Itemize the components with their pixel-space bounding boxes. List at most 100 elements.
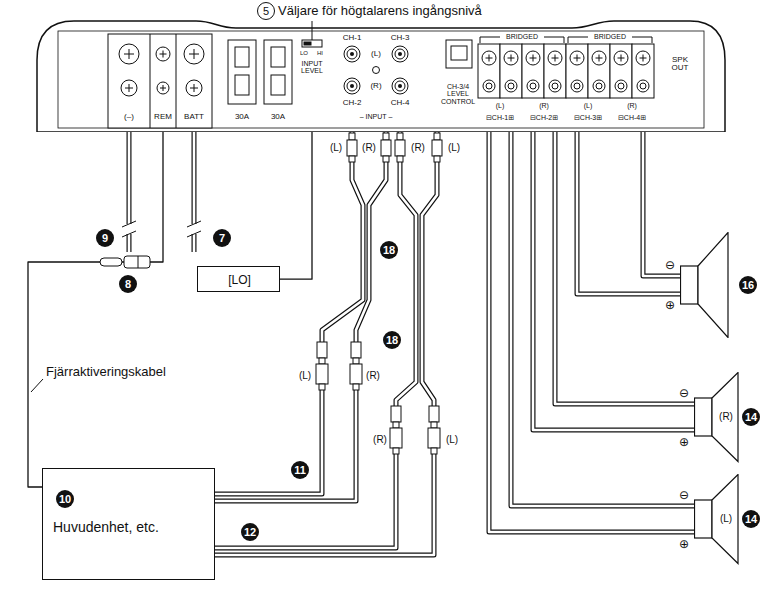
part-label: ⊟CH-3⊞ <box>574 114 602 121</box>
part-label: ⊕ <box>665 299 675 312</box>
speaker-cable <box>489 132 694 532</box>
rca-coupler <box>393 448 399 454</box>
rca-cable <box>215 132 437 555</box>
terminal-screw <box>548 51 562 65</box>
speaker-terminal-hole <box>527 80 539 92</box>
part-label: (L) <box>496 102 505 109</box>
rca-plug <box>434 156 440 162</box>
part-label: ⊟CH-4⊞ <box>618 114 646 121</box>
left-speaker: (L)14 <box>694 474 760 566</box>
part-label: (L) <box>371 50 381 58</box>
level-switch <box>304 42 312 46</box>
callout-number: 10 <box>56 490 74 508</box>
rca-coupler <box>353 358 359 364</box>
part-label: (L) <box>448 143 460 154</box>
rca-coupler <box>431 422 437 428</box>
leader-line <box>280 132 312 279</box>
rca-socket <box>344 78 360 94</box>
speaker-cable <box>643 132 680 276</box>
terminal-panel <box>58 31 704 128</box>
part-label: ⊟CH-1⊞ <box>486 114 514 121</box>
rca-coupler <box>319 358 325 364</box>
rca-cable <box>215 132 363 494</box>
rca-socket <box>398 84 402 88</box>
speaker-cable <box>511 132 694 506</box>
terminal-screw <box>508 55 515 62</box>
rca-plug <box>395 140 405 156</box>
rca-cable <box>215 132 437 555</box>
part-label: (L) <box>720 514 732 525</box>
part-label: ⊕ <box>679 436 689 449</box>
speaker-terminal <box>544 44 566 98</box>
part-label: (R) <box>370 82 381 90</box>
battery-cable <box>187 221 201 237</box>
terminal-screw <box>618 55 625 62</box>
terminal-divider <box>150 34 176 128</box>
level-control-jack <box>446 40 472 68</box>
speaker-terminal-hole <box>574 83 580 89</box>
part-label: (R) <box>366 371 380 382</box>
power-terminal-block <box>108 34 212 128</box>
part-label: (L) <box>330 143 342 154</box>
part-label: (L) <box>299 371 311 382</box>
rca-socket <box>350 84 354 88</box>
terminal-screw <box>119 44 139 64</box>
speaker-terminal <box>610 44 632 98</box>
terminal-screw <box>186 80 202 96</box>
rca-plug <box>434 133 440 140</box>
part-label: Huvudenhet, etc. <box>53 520 159 535</box>
speaker-cable <box>577 132 680 294</box>
speaker-cable <box>489 132 694 532</box>
rca-plug <box>347 133 442 162</box>
part-label: LO <box>300 50 308 56</box>
speaker-terminal-hole <box>640 83 646 89</box>
rca-socket <box>395 81 405 91</box>
rca-cable <box>215 132 416 548</box>
speaker-terminal-hole <box>530 83 536 89</box>
speaker-terminal <box>588 44 610 98</box>
rca-coupler <box>390 428 402 448</box>
part-label: – INPUT – <box>360 113 393 120</box>
speaker-terminal-hole <box>552 83 558 89</box>
terminal-screw <box>592 51 606 65</box>
part-label: Väljare för högtalarens ingångsnivå <box>278 4 482 18</box>
terminal-screw <box>156 47 170 61</box>
rca-plug <box>397 156 403 162</box>
rca-socket <box>392 46 408 62</box>
speaker-terminal-hole <box>571 80 583 92</box>
part-label: (R) <box>373 435 387 446</box>
part-label: HI <box>317 50 323 56</box>
rca-plug <box>397 133 403 140</box>
part-label: CH-3/4 LEVEL CONTROL <box>439 83 477 105</box>
part-label: (–) <box>124 113 134 121</box>
terminal-screw <box>160 85 166 91</box>
rca-plug <box>349 133 355 140</box>
speaker-cable <box>555 132 694 404</box>
remote-connector <box>100 258 122 266</box>
part-label: ⊟CH-2⊞ <box>530 114 558 121</box>
rca-coupler <box>353 384 359 390</box>
rca-socket <box>347 49 357 59</box>
callout-number: 18 <box>383 331 401 349</box>
part-label: (R) <box>411 143 425 154</box>
speaker-terminal-hole <box>483 80 495 92</box>
part-label: ⊖ <box>679 387 689 400</box>
speaker-magnet <box>695 398 713 436</box>
rca-coupler <box>431 448 437 454</box>
part-label: (R) <box>362 143 376 154</box>
speaker-cable <box>643 132 680 276</box>
terminal-screw <box>636 51 650 65</box>
remote-cable <box>28 132 163 487</box>
callout-number: 14 <box>742 408 760 426</box>
terminal-screw <box>189 49 199 59</box>
speaker-terminal <box>522 44 544 98</box>
rca-coupler <box>391 406 401 422</box>
part-label: ⊖ <box>665 259 675 272</box>
callout-number: 9 <box>96 229 114 247</box>
remote-connector <box>138 256 139 268</box>
part-label: ⊖ <box>679 489 689 502</box>
terminal-screw <box>125 84 133 92</box>
